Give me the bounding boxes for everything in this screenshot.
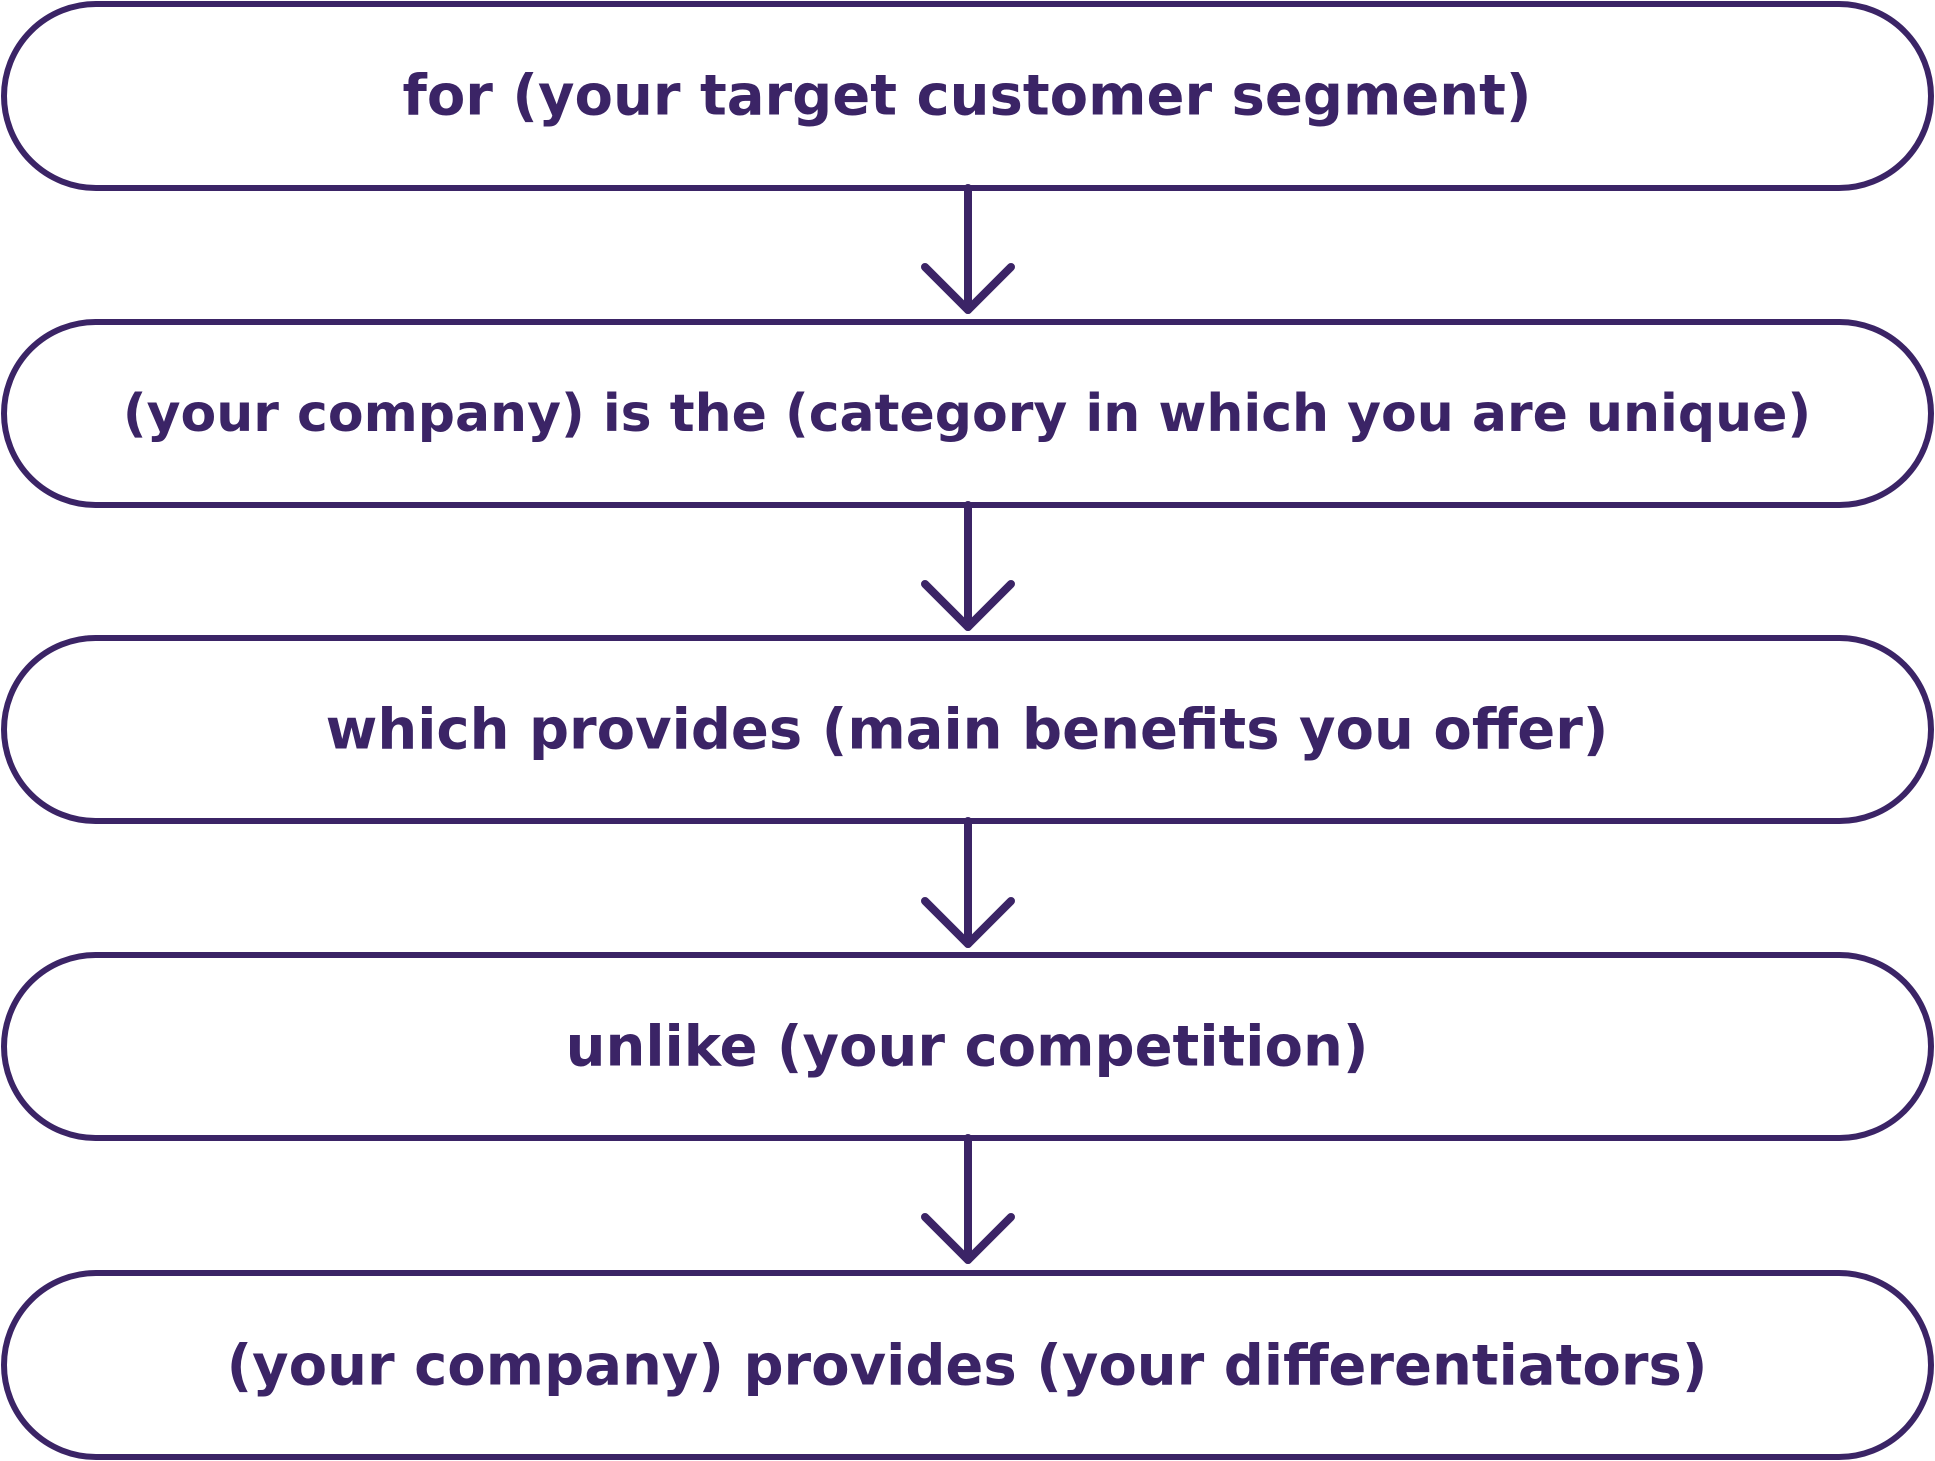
- step-box-3: which provides (main benefits you offer): [1, 635, 1934, 824]
- step-label-5: (your company) provides (your differenti…: [227, 1334, 1708, 1399]
- arrow-4: [921, 1134, 1015, 1264]
- step-box-4: unlike (your competition): [1, 952, 1934, 1141]
- arrow-3-head: [921, 897, 1015, 948]
- step-box-5-frame: [1, 1270, 1934, 1460]
- arrow-4-head: [921, 1213, 1015, 1264]
- arrow-2-head: [921, 580, 1015, 631]
- step-label-4: unlike (your competition): [566, 1015, 1369, 1080]
- step-label-2: (your company) is the (category in which…: [123, 384, 1811, 444]
- step-box-5: (your company) provides (your differenti…: [1, 1270, 1934, 1460]
- step-label-1: for (your target customer segment): [402, 64, 1531, 129]
- arrow-2: [921, 501, 1015, 631]
- arrow-1: [921, 184, 1015, 314]
- step-label-3: which provides (main benefits you offer): [326, 698, 1609, 763]
- arrow-3: [921, 817, 1015, 948]
- step-box-1: for (your target customer segment): [1, 1, 1934, 191]
- step-box-2: (your company) is the (category in which…: [1, 319, 1934, 508]
- arrow-1-head: [921, 263, 1015, 314]
